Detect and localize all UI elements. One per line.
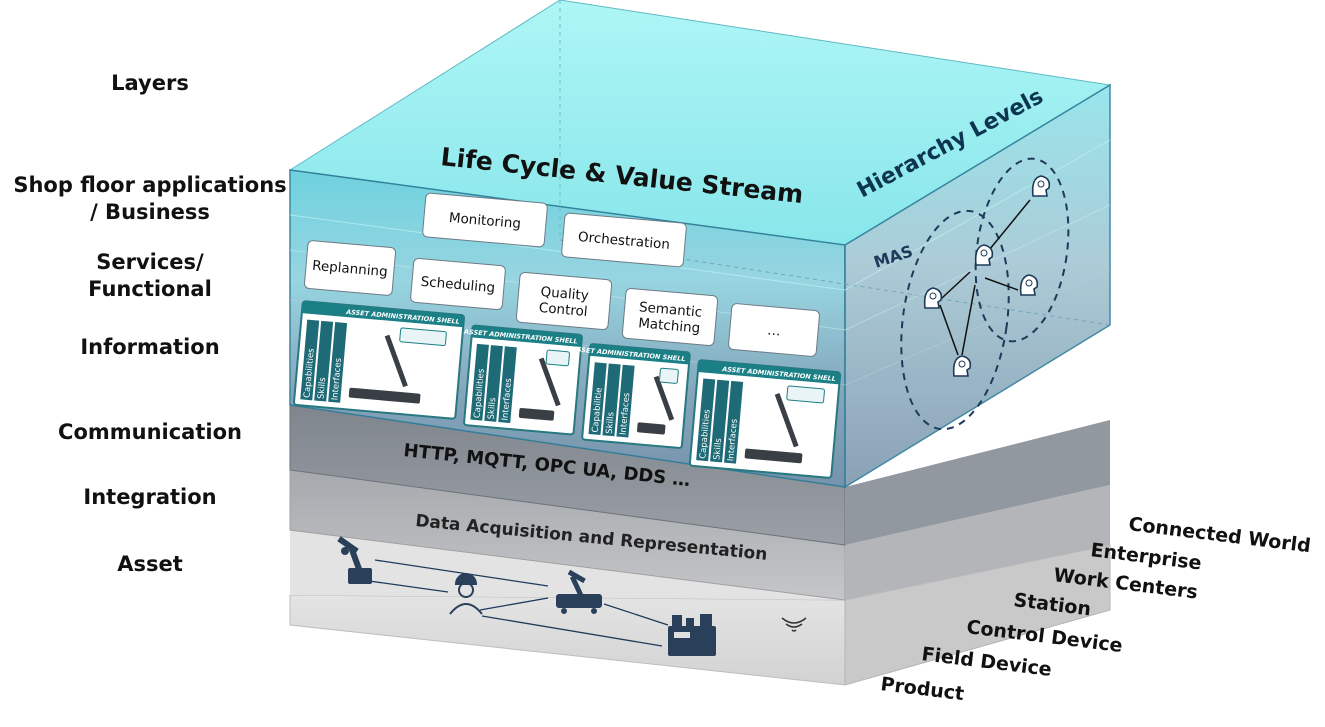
agent-head-icon [974,244,994,266]
hierarchy-level-label: Product [879,673,965,705]
layers-heading: Layers [111,71,189,95]
robot-arm-icon [337,536,372,584]
service-boxes: Monitoring OrchestrationReplanningSchedul… [303,192,820,357]
asset-network [361,559,669,647]
service-box-label: Replanning [312,258,389,281]
aas-column-label: Interfaces [619,392,633,436]
aas-column-label: Capabilities [473,368,487,419]
layer-communication: Communication [58,420,242,444]
service-box: QualityControl [515,272,613,330]
service-box-label: QualityControl [538,284,589,320]
aas-shell: ASSET ADMINISTRATION SHELLCapabilitiesSk… [571,343,691,449]
machine-icon [668,614,716,656]
service-box: Replanning [303,240,397,296]
layer-shop-floor: Shop floor applications / Business [13,173,287,224]
wireless-icon [781,617,807,632]
mas-network [900,157,1070,431]
service-box: Orchestration [561,212,687,268]
hierarchy-level-label: Field Device [920,643,1053,681]
service-box: … [728,303,820,357]
layer-integration: Integration [83,485,217,509]
mobile-robot-icon [556,569,602,614]
service-box-label: Scheduling [420,274,496,296]
agent-head-icon [1031,175,1051,197]
layer-information: Information [80,335,220,359]
aas-column-label: Capabilities [302,348,316,399]
aas-column-label: Interfaces [726,418,740,462]
aas-column-label: Interfaces [330,357,344,401]
aas-column-label: Skills [605,411,617,434]
service-box: Scheduling [410,257,506,311]
aas-column-label: Skills [486,397,498,420]
agent-head-icon [1019,274,1039,296]
service-box-label: … [766,322,781,339]
aas-column-label: Interfaces [500,377,514,421]
worker-icon [449,573,483,615]
layer-asset: Asset [117,552,183,576]
layer-services: Services/ Functional [88,250,212,301]
aas-column-label: Skills [316,376,328,399]
agent-head-icon [952,355,972,377]
agent-head-icon [923,287,943,309]
service-box: Monitoring [422,192,548,248]
aas-column-label: Skills [712,437,724,460]
service-box: SemanticMatching [621,288,719,346]
aas-column-label: Capabilities [698,408,712,459]
service-box-label: Monitoring [448,210,521,232]
service-box-label: SemanticMatching [637,299,703,336]
mas-agents [923,175,1051,377]
